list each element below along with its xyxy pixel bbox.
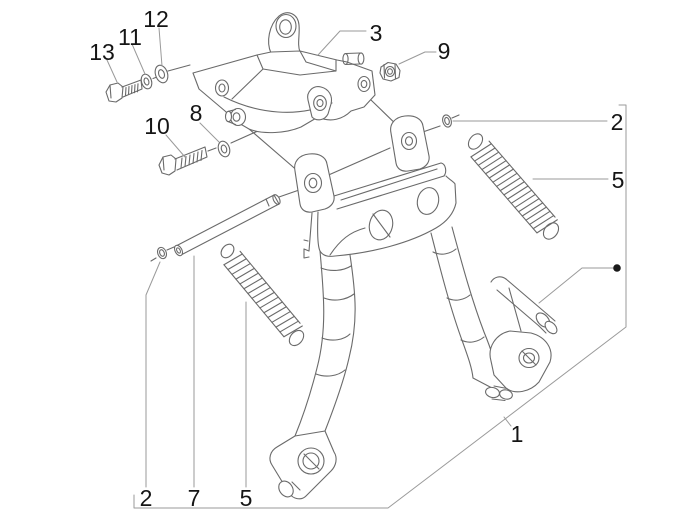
part-12-flat-washer-large	[154, 64, 169, 84]
callout-10: 10	[144, 113, 170, 139]
part-1-reference-dot	[613, 264, 621, 272]
callout-leader-lines	[106, 27, 627, 509]
part-3-mounting-bracket	[192, 12, 376, 134]
callout-9: 9	[438, 38, 451, 64]
callout-1: 1	[511, 421, 524, 447]
callout-8: 8	[190, 100, 203, 126]
callout-5-right: 5	[612, 167, 625, 193]
callout-2-bottom: 2	[140, 485, 153, 511]
callout-12: 12	[143, 6, 169, 32]
part-1-center-stand	[269, 115, 558, 500]
part-8-flat-washer	[217, 140, 231, 158]
part-13-hex-bolt-short	[105, 79, 143, 103]
part-5-return-spring-right	[467, 133, 560, 240]
part-9-hex-nut	[379, 61, 401, 82]
part-2-retaining-ring-right	[442, 114, 452, 128]
part-10-hex-bolt-long	[158, 146, 208, 176]
callout-11: 11	[118, 24, 142, 50]
callout-3: 3	[370, 20, 383, 46]
callout-13: 13	[89, 39, 115, 65]
callout-7-bottom: 7	[188, 485, 201, 511]
callout-5-bottom: 5	[240, 485, 253, 511]
callout-labels: 13 11 12 3 9 10 8 2 5 1 2 7 5	[89, 6, 624, 511]
callout-2-right: 2	[611, 109, 624, 135]
part-2-retaining-ring-left	[156, 246, 168, 260]
part-5-return-spring-bottom	[220, 243, 305, 347]
part-11-spring-washer	[140, 73, 153, 90]
part-7-pivot-pin	[173, 194, 281, 257]
